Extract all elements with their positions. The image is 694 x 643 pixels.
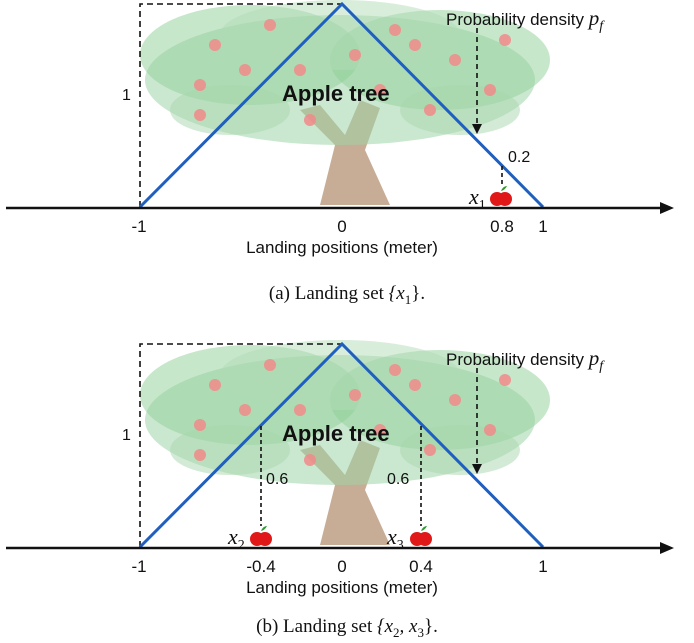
caption-b-math: {x [376,616,394,637]
apple-icon [490,186,512,206]
x-axis-label: Landing positions (meter) [246,238,438,257]
density-label-text: Probability density [446,350,584,369]
density-symbol: p [588,6,600,30]
apple-x1-density-label: 0.2 [508,149,531,166]
density-subscript: f [599,19,604,34]
density-label: Probability density pf [446,8,603,34]
tick-label: -1 [131,557,147,576]
caption-b-sub2: 3 [417,624,424,640]
tree-label: Apple tree [282,421,390,446]
apple-x3-density-label: 0.6 [387,471,410,488]
caption-b-prefix: (b) Landing set [256,616,377,637]
tick-label: 0 [337,557,347,576]
peak-dashed-guide [139,3,342,207]
density-triangle [138,341,545,549]
tree-label: Apple tree [282,81,390,106]
panel-a: Apple tree Probability density pf 1 0.2 … [0,0,694,260]
density-triangle [138,1,545,209]
panel-b: Apple tree Probability density pf 1 0.6 … [0,340,694,600]
tick-label: 0.4 [409,557,433,576]
caption-a-sub: 1 [404,291,412,307]
tick-label: 0 [337,217,347,236]
tick-label: 1 [538,557,548,576]
peak-value-label: 1 [122,87,131,104]
diagram-a [6,0,674,214]
caption-b-mid: , x [399,616,418,637]
apple-x2-subscript: 2 [237,538,245,553]
tick-label: -1 [131,217,147,236]
apple-x3-subscript: 3 [396,538,404,553]
apple-x1-label: x1 [469,186,486,213]
caption-b-suffix: }. [423,616,438,637]
density-symbol: p [588,346,600,370]
apple-x3-label: x3 [387,526,404,553]
peak-dashed-guide [139,343,342,547]
caption-a-prefix: (a) Landing set [268,283,389,304]
apple-icon [410,526,432,546]
apple-x2-density-label: 0.6 [266,471,289,488]
x-axis-arrowhead [660,542,674,554]
density-label: Probability density pf [446,348,603,374]
diagram-b [6,340,674,554]
density-pointer-arrowhead [472,464,482,474]
apple-icon [250,526,272,546]
apple-x2-label: x2 [228,526,245,553]
apple-x2-symbol: x [228,524,238,549]
apple-x1-subscript: 1 [478,198,486,213]
density-subscript: f [599,359,604,374]
x-axis-arrowhead [660,202,674,214]
tick-label: 0.8 [490,217,514,236]
apple-tree-illustration [140,0,550,205]
caption-a-suffix: }. [411,283,426,304]
peak-value-label: 1 [122,427,131,444]
apple-x3-symbol: x [387,524,397,549]
caption-a: (a) Landing set {x1}. [0,283,694,308]
caption-b-sub: 2 [393,624,400,640]
caption-a-math: {x [388,283,405,304]
density-label-text: Probability density [446,10,584,29]
tick-label: -0.4 [246,557,276,576]
tick-label: 1 [538,217,548,236]
x-axis-label: Landing positions (meter) [246,578,438,597]
caption-b: (b) Landing set {x2, x3}. [0,616,694,641]
apple-tree-illustration [140,340,550,545]
density-pointer-arrowhead [472,124,482,134]
apple-x1-symbol: x [469,184,479,209]
